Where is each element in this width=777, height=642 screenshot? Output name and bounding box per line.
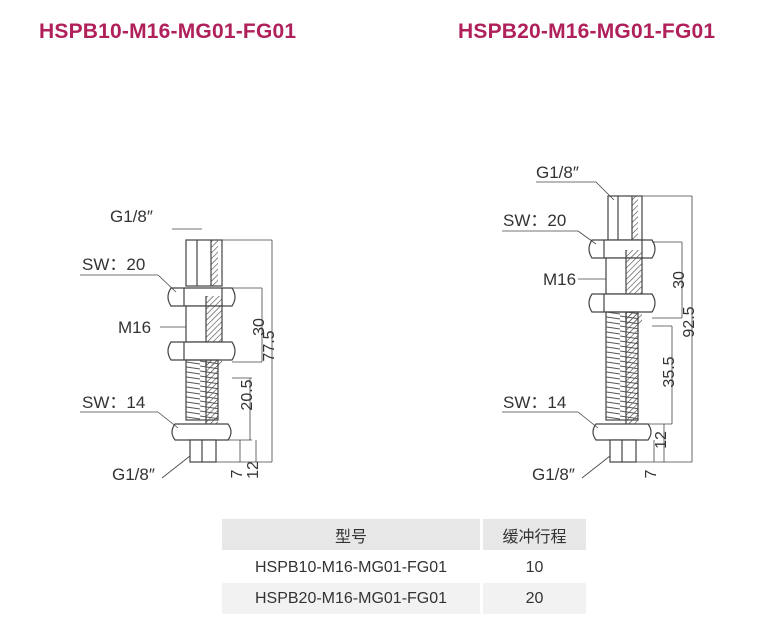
left-sw-bottom-label: SW：14 [82, 393, 145, 412]
right-bottom-fitting [609, 439, 637, 463]
table-row: HSPB20-M16-MG01-FG01 20 [222, 583, 586, 614]
left-thread-top-label: G1/8″ [110, 207, 153, 226]
right-thread-body-label: M16 [543, 270, 576, 289]
table-row: HSPB10-M16-MG01-FG01 10 [222, 550, 586, 583]
right-sw-top-label: SW：20 [503, 211, 566, 230]
cell-stroke: 20 [481, 583, 586, 614]
cell-model: HSPB20-M16-MG01-FG01 [222, 583, 483, 614]
cell-stroke: 10 [481, 550, 586, 583]
spec-table: 型号 缓冲行程 HSPB10-M16-MG01-FG01 10 HSPB20-M… [222, 519, 586, 614]
header-stroke: 缓冲行程 [481, 519, 586, 551]
left-dim-30: 30 [251, 318, 268, 336]
technical-drawings: G1/8″ SW：20 M16 SW：14 G1/8″ 30 77.5 20.5… [80, 163, 698, 484]
model-title-left: HSPB10-M16-MG01-FG01 [39, 20, 297, 43]
right-sw-bottom-label: SW：14 [503, 393, 566, 412]
left-thread-body-label: M16 [118, 318, 151, 337]
right-dim-92-5: 92.5 [681, 306, 698, 337]
left-thread-bottom-label: G1/8″ [112, 465, 155, 484]
right-buffer-drawing [502, 181, 693, 479]
left-hex-nut-upper [167, 287, 236, 307]
cell-model: HSPB10-M16-MG01-FG01 [222, 550, 483, 583]
right-thread-bottom-label: G1/8″ [532, 465, 575, 484]
left-buffer-drawing [80, 228, 273, 479]
right-dim-30: 30 [671, 271, 688, 289]
right-thread-top-label: G1/8″ [536, 163, 579, 182]
right-dim-7: 7 [643, 469, 660, 478]
left-bottom-fitting [189, 439, 217, 463]
left-hex-nut-lower [167, 341, 236, 361]
model-title-right: HSPB20-M16-MG01-FG01 [458, 20, 716, 43]
left-dim-20-5: 20.5 [239, 379, 256, 410]
left-dim-12: 12 [245, 461, 262, 479]
right-dim-35-5: 35.5 [661, 356, 678, 387]
left-sw-top-label: SW：20 [82, 255, 145, 274]
left-hex-bottom [171, 423, 232, 441]
right-hex-bottom [592, 423, 652, 441]
right-hex-nut-lower [588, 293, 656, 313]
left-dim-77-5: 77.5 [261, 330, 278, 361]
table-header-row: 型号 缓冲行程 [222, 519, 586, 551]
left-dim-7: 7 [229, 469, 246, 478]
header-model: 型号 [222, 519, 483, 551]
right-dim-12: 12 [653, 431, 670, 449]
right-hex-nut-upper [588, 239, 656, 259]
